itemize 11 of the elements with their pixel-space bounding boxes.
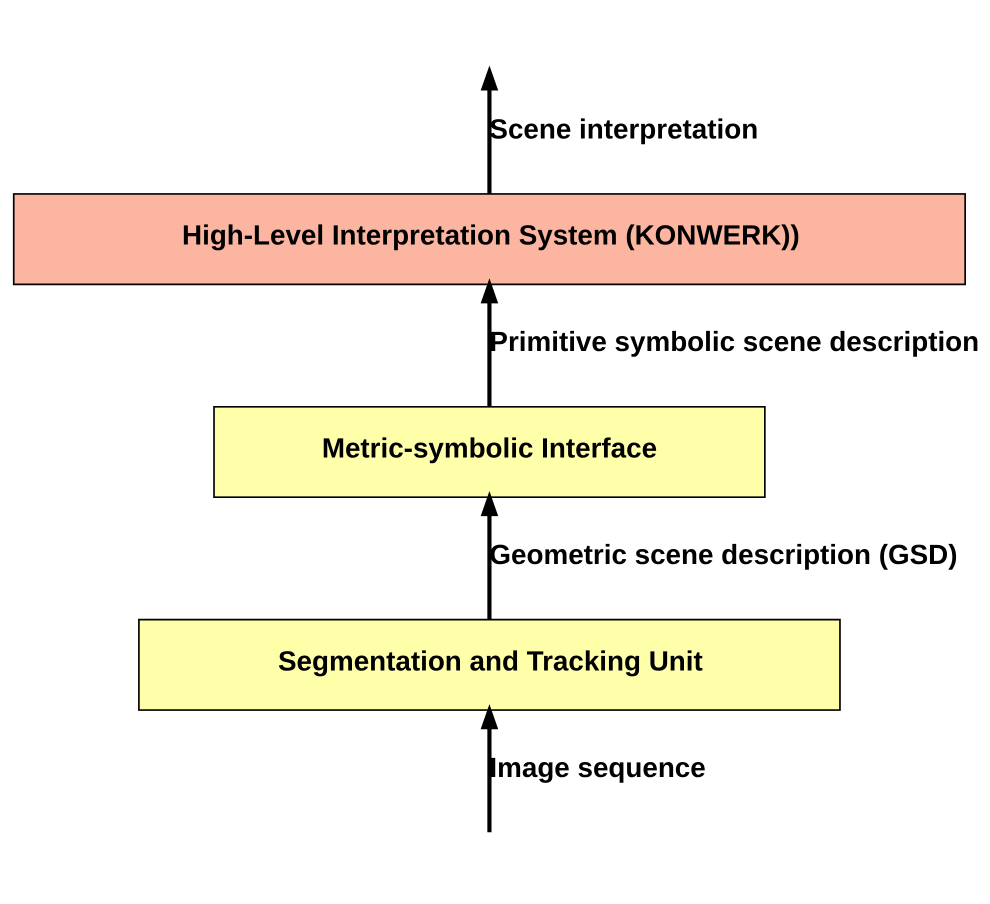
arrow xyxy=(480,491,498,620)
arrow xyxy=(480,65,498,194)
edge-label: Geometric scene description (GSD) xyxy=(489,538,958,570)
edge-label: Image sequence xyxy=(489,752,706,783)
node-box: High-Level Interpretation System (KONWERK)) xyxy=(12,193,966,286)
node-box: Metric-symbolic Interface xyxy=(213,406,766,498)
node-box: Segmentation and Tracking Unit xyxy=(138,618,841,711)
edge-label: Scene interpretation xyxy=(489,113,758,144)
edge-label: Primitive symbolic scene description xyxy=(489,326,980,358)
arrow xyxy=(480,278,498,407)
arrow xyxy=(480,704,498,832)
